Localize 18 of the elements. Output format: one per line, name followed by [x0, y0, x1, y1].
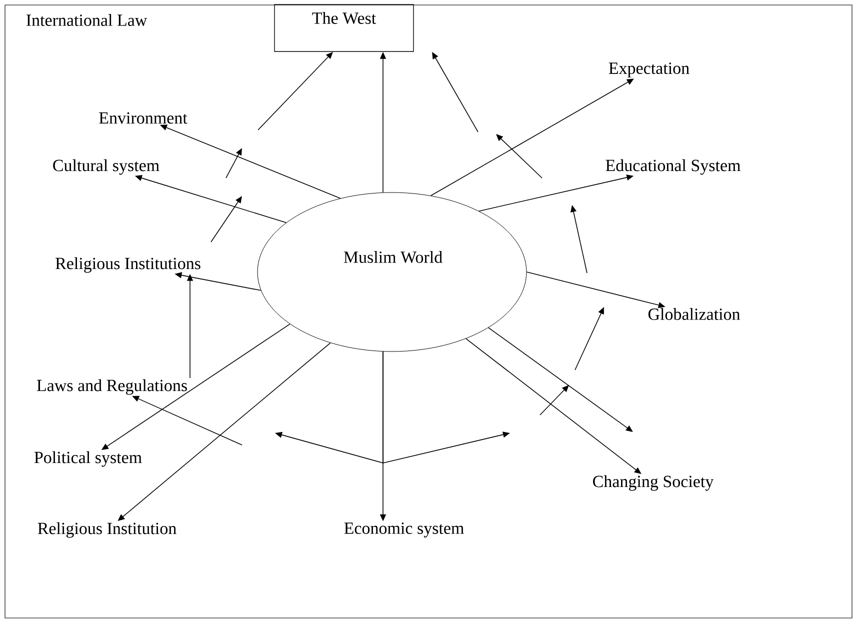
arrow: [430, 78, 634, 196]
node-label: Laws and Regulations: [36, 379, 187, 395]
node-label: Environment: [99, 112, 188, 124]
node-label: Changing Society: [593, 475, 714, 491]
ellipse: [257, 192, 527, 352]
node-label: Educational System: [606, 159, 740, 175]
node-label: Political system: [34, 451, 142, 467]
node-label: Globalization: [648, 308, 740, 320]
box: [274, 4, 414, 52]
node-label: Religious Institutions: [56, 257, 200, 273]
ellipse-label: Muslim World: [344, 250, 442, 264]
node-label: Cultural system: [53, 159, 160, 175]
node-label: Religious Institution: [38, 522, 176, 538]
label: International Law: [26, 14, 148, 26]
box-label: The West: [312, 12, 376, 24]
arrow: [488, 327, 633, 432]
node-label: Economic system: [344, 522, 464, 538]
node-label: Expectation: [608, 62, 690, 78]
